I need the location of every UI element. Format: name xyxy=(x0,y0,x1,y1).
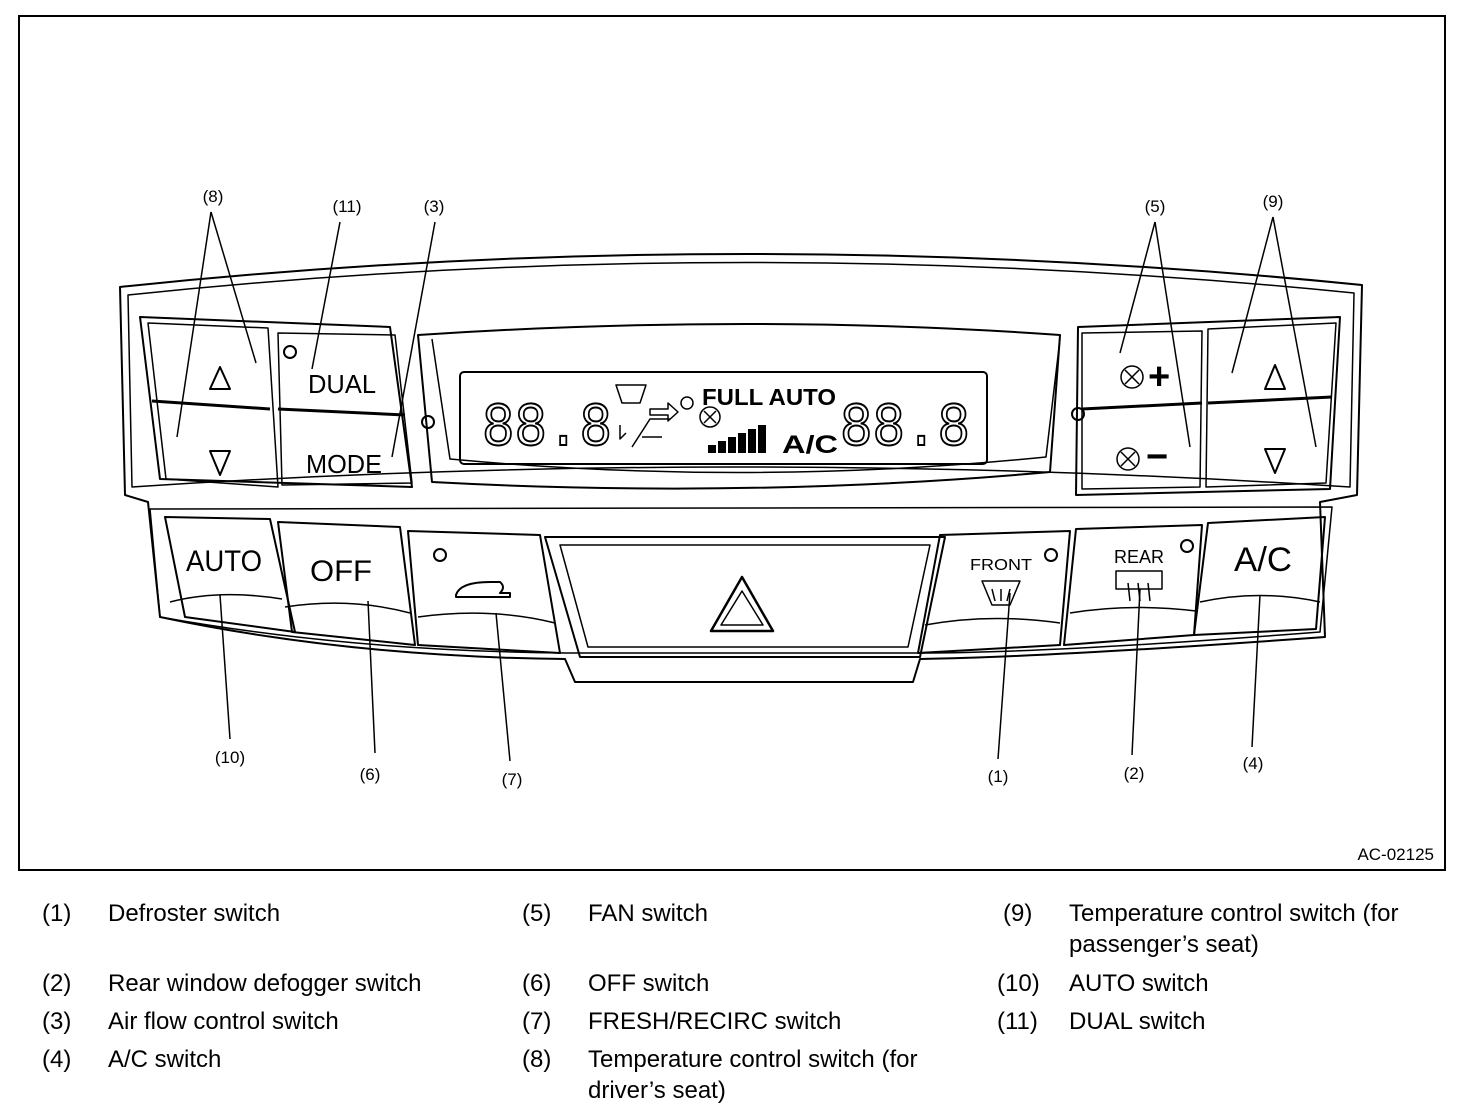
fan-plus-fan-icon xyxy=(1120,365,1144,389)
ac-button-outline xyxy=(1193,516,1326,636)
display-bezel xyxy=(417,323,1061,490)
lcd-display xyxy=(459,371,988,465)
legend-number: (3) xyxy=(42,1008,72,1035)
callout-4: (4) xyxy=(1242,754,1264,773)
auto-label: AUTO xyxy=(186,545,262,578)
legend-number: (11) xyxy=(997,1008,1038,1035)
legend-number: (9) xyxy=(1003,900,1033,927)
driver-temp-down-icon xyxy=(209,450,231,476)
recirc-button-outline xyxy=(407,530,561,654)
callout-5: (5) xyxy=(1144,197,1166,216)
callout-3: (3) xyxy=(423,197,445,216)
legend-text: Temperature control switch (for xyxy=(588,1046,918,1073)
legend-text-line2: driver’s seat) xyxy=(588,1077,726,1104)
mode-label: MODE xyxy=(306,449,382,479)
display-digits-left: 88.8 xyxy=(482,393,612,464)
panel-bezel xyxy=(119,253,1363,683)
control-panel-drawing: DUAL MODE AUTO OFF FRONT REAR A/C + − FU… xyxy=(119,211,1363,762)
fan-minus-label: − xyxy=(1146,436,1168,478)
off-button-outline xyxy=(277,521,416,646)
driver-temp-up-icon xyxy=(209,366,231,390)
legend-text: FRESH/RECIRC switch xyxy=(588,1008,842,1035)
fan-plus-label: + xyxy=(1148,356,1170,398)
passenger-temp-down-icon xyxy=(1264,448,1286,474)
legend-text: Air flow control switch xyxy=(108,1008,339,1035)
legend-text: DUAL switch xyxy=(1069,1008,1206,1035)
legend-number: (6) xyxy=(522,970,552,997)
passenger-temp-up-icon xyxy=(1264,364,1286,390)
figure-id: AC-02125 xyxy=(1357,845,1434,864)
legend-number: (1) xyxy=(42,900,72,927)
display-defrost-icon xyxy=(615,384,647,404)
display-ac-label: A/C xyxy=(782,431,838,459)
legend-text-line2: passenger’s seat) xyxy=(1069,931,1259,958)
fan-minus-fan-icon xyxy=(1116,447,1140,471)
legend-text: A/C switch xyxy=(108,1046,222,1073)
legend-text: Defroster switch xyxy=(108,900,281,927)
front-defrost-icon xyxy=(981,580,1021,606)
callout-9: (9) xyxy=(1262,192,1284,211)
rear-defog-icon xyxy=(1115,570,1163,602)
legend-number: (4) xyxy=(42,1046,72,1073)
callout-8: (8) xyxy=(202,187,224,206)
rear-label: REAR xyxy=(1114,547,1164,567)
hazard-button-outline xyxy=(544,536,946,658)
leader-lines xyxy=(176,211,1317,762)
callout-1: (1) xyxy=(987,767,1009,786)
legend-number: (8) xyxy=(522,1046,552,1073)
callout-11: (11) xyxy=(332,197,362,216)
off-label: OFF xyxy=(310,555,372,588)
legend-number: (2) xyxy=(42,970,72,997)
ac-label: A/C xyxy=(1234,541,1292,579)
callout-6: (6) xyxy=(359,765,381,784)
diagram-frame: DUAL MODE AUTO OFF FRONT REAR A/C + − FU… xyxy=(18,15,1446,871)
front-label: FRONT xyxy=(970,557,1032,574)
front-button-outline xyxy=(917,530,1071,654)
full-auto-label: FULL AUTO xyxy=(702,384,836,410)
legend-text: AUTO switch xyxy=(1069,970,1209,997)
legend-number: (7) xyxy=(522,1008,552,1035)
dual-label: DUAL xyxy=(308,369,376,399)
callout-10: (10) xyxy=(214,748,246,767)
legend-text: Temperature control switch (for xyxy=(1069,900,1399,927)
callout-2: (2) xyxy=(1123,764,1145,783)
legend-text: FAN switch xyxy=(588,900,709,927)
hazard-icon xyxy=(709,575,775,633)
display-digits-right: 88.8 xyxy=(840,393,970,464)
display-fan-bars-icon xyxy=(708,425,766,453)
display-fan-icon xyxy=(699,406,721,428)
legend-text: Rear window defogger switch xyxy=(108,970,422,997)
legend-text: OFF switch xyxy=(588,970,710,997)
callout-7: (7) xyxy=(501,770,523,789)
legend-number: (5) xyxy=(522,900,552,927)
display-airflow-icon xyxy=(619,418,670,448)
recirc-icon xyxy=(455,581,511,598)
legend-number: (10) xyxy=(997,970,1040,997)
